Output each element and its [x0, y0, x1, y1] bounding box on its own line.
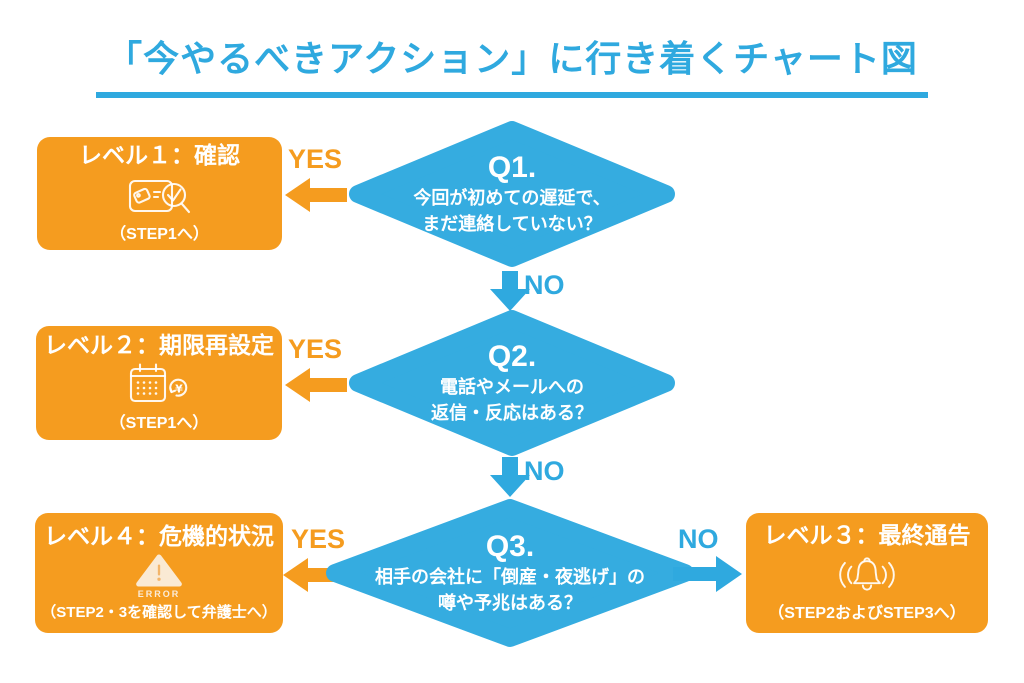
- level-1-box: レベル１：確認 （STEP1へ）: [37, 137, 282, 250]
- q1-id: Q1.: [487, 150, 537, 184]
- yes-arrow-q2: [283, 366, 347, 409]
- no-label-q3: NO: [678, 524, 719, 554]
- q2-line2: 返信・反応はある？: [431, 403, 593, 424]
- calendar-refresh-icon: ¥: [126, 361, 192, 407]
- question-q1-diamond: Q1. 今回が初めての遅延で、 まだ連絡していない？: [348, 120, 676, 268]
- q3-line1: 相手の会社に「倒産・夜逃げ」の: [375, 567, 645, 588]
- no-arrow-q1: [490, 271, 530, 316]
- level-1-note: （STEP1へ）: [110, 225, 209, 243]
- yes-arrow-q3: [281, 556, 345, 599]
- question-q2-diamond: Q2. 電話やメールへの 返信・反応はある？: [348, 309, 676, 457]
- error-triangle-label: ERROR: [137, 588, 181, 599]
- level-2-title: レベル２：期限再設定: [44, 331, 274, 358]
- level-4-note: （STEP2・3を確認して弁護士へ）: [41, 603, 277, 621]
- question-q3-diamond: Q3. 相手の会社に「倒産・夜逃げ」の 噂や予兆はある？: [325, 498, 695, 648]
- level-3-box: レベル３：最終通告 （STEP2およびSTEP3へ）: [746, 513, 988, 633]
- level-1-title: レベル１：確認: [79, 142, 240, 169]
- q2-id: Q2.: [487, 339, 537, 373]
- yes-arrow-q1: [283, 176, 347, 219]
- yes-label-q1: YES: [288, 144, 343, 174]
- no-arrow-q3: [673, 554, 743, 599]
- level-2-note: （STEP1へ）: [109, 415, 209, 433]
- title-area: 「今やるべきアクション」に行き着くチャート図: [0, 0, 1024, 98]
- q3-line2: 噂や予兆はある？: [438, 593, 582, 614]
- level-2-box: レベル２：期限再設定 ¥ （STEP1へ）: [36, 326, 282, 440]
- level-3-note: （STEP2およびSTEP3へ）: [768, 605, 966, 623]
- level-4-title: レベル４：危機的状況: [44, 523, 274, 550]
- no-arrow-q2: [490, 457, 530, 502]
- no-label-q1: NO: [524, 270, 565, 300]
- level-4-box: レベル４：危機的状況 ERROR （STEP2・3を確認して弁護士へ）: [35, 513, 283, 633]
- q2-line1: 電話やメールへの: [440, 377, 584, 398]
- page-title: 「今やるべきアクション」に行き着くチャート図: [96, 30, 928, 98]
- yes-label-q3: YES: [291, 524, 346, 554]
- yes-label-q2: YES: [288, 334, 343, 364]
- q1-line2: まだ連絡していない？: [422, 214, 602, 235]
- no-label-q2: NO: [524, 456, 565, 486]
- error-triangle-icon: ERROR: [131, 553, 187, 599]
- document-search-icon: [127, 172, 193, 218]
- alert-bell-icon: [825, 551, 909, 597]
- q1-line1: 今回が初めての遅延で、: [413, 188, 611, 209]
- level-3-title: レベル３：最終通告: [763, 521, 971, 548]
- svg-text:¥: ¥: [175, 383, 183, 396]
- q3-id: Q3.: [485, 529, 535, 563]
